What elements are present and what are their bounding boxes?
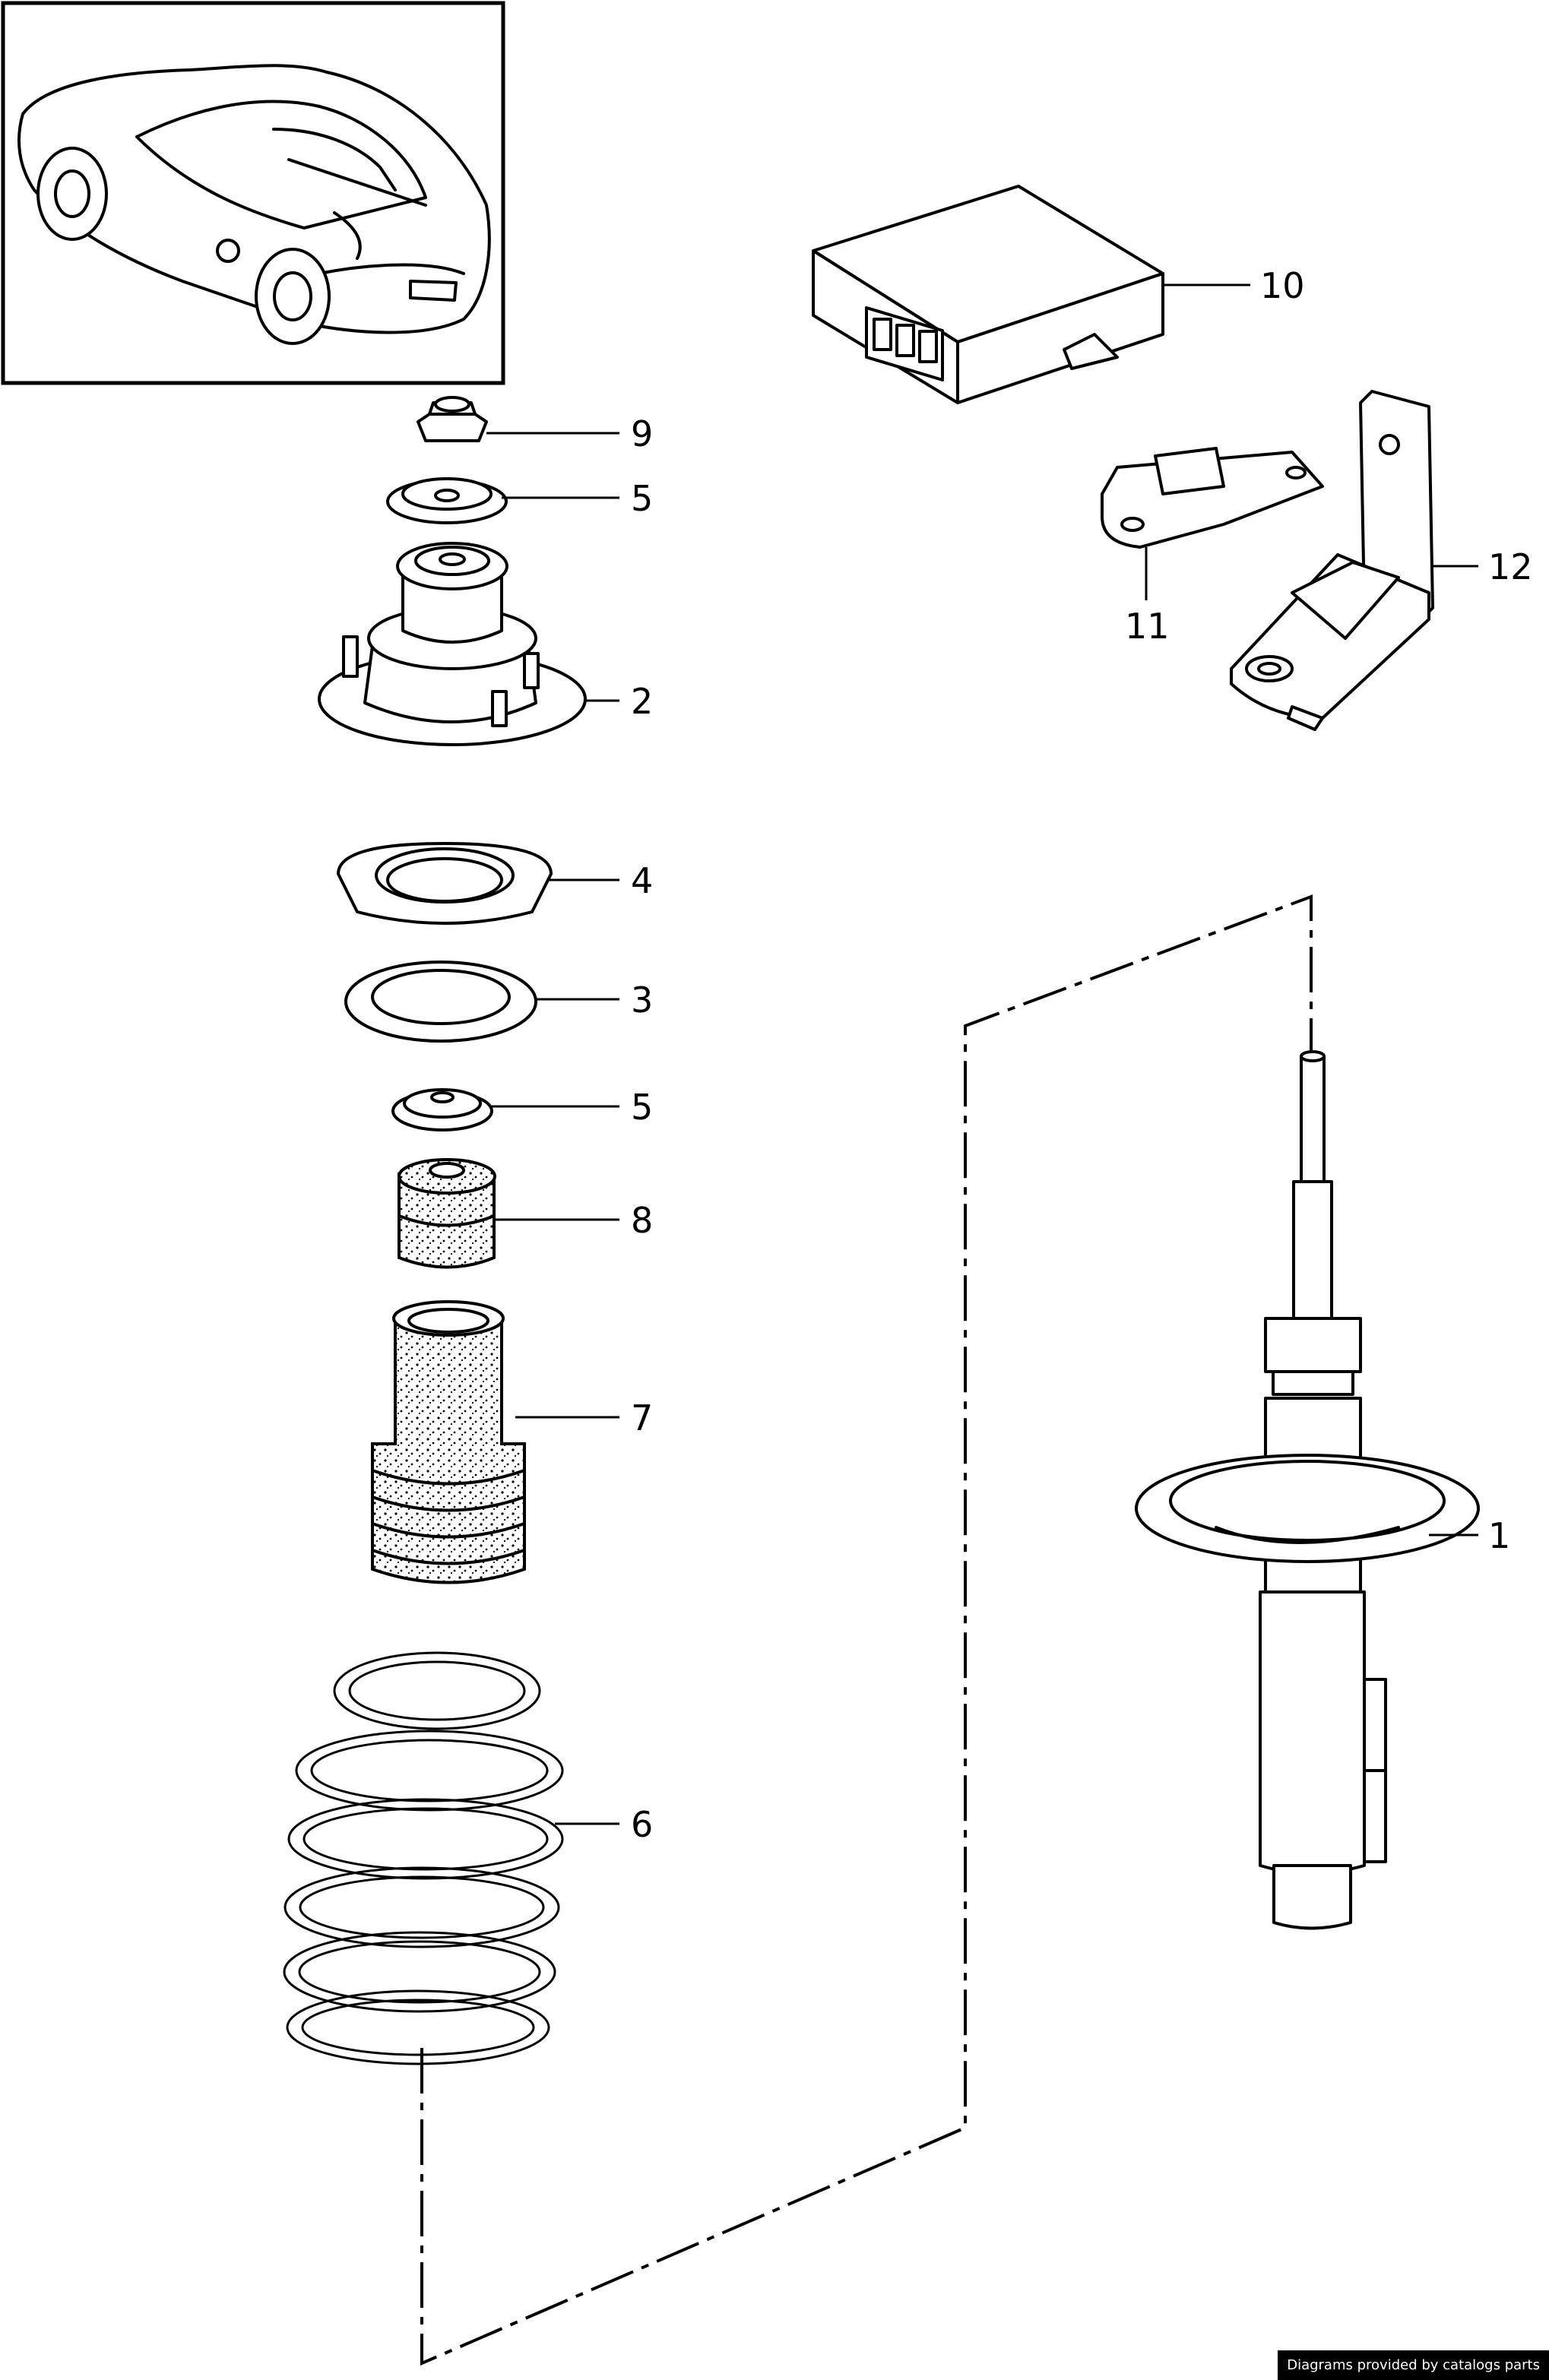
leader-lines	[486, 283, 1478, 1825]
callout-8: 8	[631, 1200, 653, 1241]
part-5-washer-upper	[386, 477, 508, 524]
callout-4: 4	[631, 860, 653, 901]
part-12-mount-bracket	[1230, 390, 1434, 731]
part-10-control-unit	[812, 185, 1164, 404]
assembly-dash-lines	[420, 894, 1313, 2366]
callout-3: 3	[631, 980, 653, 1021]
callout-2: 2	[631, 681, 653, 722]
part-6-coil-spring	[283, 1651, 564, 2065]
callout-1: 1	[1488, 1515, 1510, 1556]
callout-5-lower: 5	[631, 1087, 653, 1128]
part-8-bump-stop	[398, 1158, 496, 1269]
callout-6: 6	[631, 1804, 653, 1845]
callout-7: 7	[631, 1397, 653, 1438]
part-11-bracket	[1101, 447, 1324, 549]
part-1-shock-absorber	[1135, 1050, 1480, 1930]
callout-10: 10	[1260, 265, 1305, 306]
vehicle-thumbnail	[1, 1, 505, 385]
callout-5-upper: 5	[631, 478, 653, 519]
part-2-top-mount	[318, 542, 587, 746]
part-9-nut	[417, 396, 488, 442]
part-3-ring-pad	[344, 961, 537, 1043]
callout-labels: 9 5 2 4 3 5 8 7 6 10 11 12 1	[631, 265, 1533, 1845]
callout-12: 12	[1488, 546, 1533, 587]
part-5-washer-lower	[391, 1088, 493, 1131]
callout-9: 9	[631, 413, 653, 454]
callout-11: 11	[1125, 606, 1170, 647]
part-4-spring-seat	[337, 842, 553, 925]
credit-badge: Diagrams provided by catalogs parts	[1278, 2350, 1549, 2380]
part-7-dust-boot	[371, 1300, 526, 1584]
